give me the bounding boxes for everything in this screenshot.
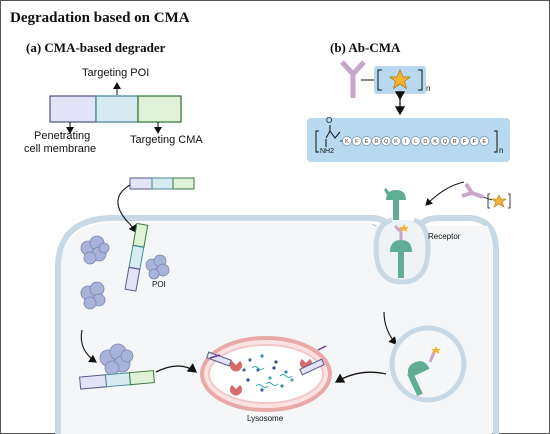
label-receptor: Receptor [428,232,461,241]
lysosome-degraders [206,351,325,376]
peptide-residue-bead [469,136,480,146]
label-poi: POI [152,280,166,289]
ab-cma-construct [340,60,426,98]
label-targeting-cma: Targeting CMA [130,134,203,146]
fragment-dot [248,358,252,362]
peptide-residue-label: R [453,139,457,145]
endosome [389,325,467,403]
fragment-squiggle [255,384,269,388]
peptide-residue-label: F [473,139,477,145]
peptide-residue-label: K [345,139,349,145]
peptide-residue-bead [430,136,441,146]
fragment-dot [268,376,272,380]
antibody-icon [340,60,366,98]
receptor-in-endosome [407,346,441,397]
fragment-dot [280,384,284,388]
protein-poi-2 [145,254,170,280]
label-targeting-poi: Targeting POI [82,67,150,79]
fragment-dot [274,360,278,364]
peptide-residue-label: Q [384,139,389,145]
figure-title: Degradation based on CMA [10,10,190,26]
peptide-residue-label: F [463,139,467,145]
peptide-residue-bead [410,136,421,146]
antibody-star-free [461,182,511,209]
degrader-extracellular [129,177,195,190]
fragment-dot [290,378,294,382]
peptide-residue-bead [351,136,362,146]
peptide-residue-label: D [423,139,427,145]
peptide-residue-label: E [482,139,486,145]
protein-poi-1 [80,235,110,265]
peptide-residue-bead [440,136,450,146]
fragment-dot [260,388,264,392]
peptide-residue-bead [361,136,372,146]
fragment-dot [284,370,288,374]
fragment-squiggle [265,382,279,386]
panel-a-heading: (a) CMA-based degrader [26,40,166,55]
degrader-complex [79,370,155,390]
panel-b-heading: (b) Ab-CMA [330,40,401,55]
peptide-residue-label: K [433,139,437,145]
peptide-residue-bead [459,136,470,146]
label-nh2: NH2 [320,148,335,155]
subscript-n-top: n [426,84,431,93]
peptide-residue-bead [449,136,460,146]
peptide-residue-bead [479,136,490,146]
label-cell-membrane: cell membrane [24,143,97,155]
label-penetrating: Penetrating [34,130,91,142]
peptide-residue-label: K [394,139,398,145]
peptide-residue-bead [420,136,431,146]
degrader-bar [49,95,182,123]
protein-poi-3 [80,281,106,310]
fragment-dot [242,368,246,372]
peptide-residue-bead [400,136,411,146]
subscript-n-peptide: n [499,146,504,155]
peptide-residue-bead [381,136,392,146]
star-icon [388,68,412,90]
protein-bound [99,343,134,376]
peptide-residue-label: L [414,139,417,145]
label-o: O [326,116,333,125]
peptide-residue-label: I [405,139,407,145]
lysosome [200,336,332,412]
peptide-residue-bead [371,136,382,146]
fragment-dot [272,366,276,370]
segment-targeting-cma [137,95,182,123]
segment-penetrating [49,95,97,123]
segment-targeting-poi [95,95,139,123]
degrader-intracellular [124,222,149,292]
peptide-residue-bead [391,136,401,146]
peptide-residue-label: E [365,139,369,145]
peptide-residue-label: Q [443,139,448,145]
peptide-residue-label: F [355,139,359,145]
label-lysosome: Lysosome [247,414,284,423]
fragment-squiggle [251,366,265,370]
entry-arrow [117,184,137,233]
fragment-dot [246,378,250,382]
receptor-surface [384,188,406,222]
fragment-dot [260,354,264,358]
fragment-squiggle [279,374,293,378]
lysosome-fragments [242,354,294,392]
receptor-in-pit [390,224,412,278]
peptide-residue-label: R [374,139,378,145]
